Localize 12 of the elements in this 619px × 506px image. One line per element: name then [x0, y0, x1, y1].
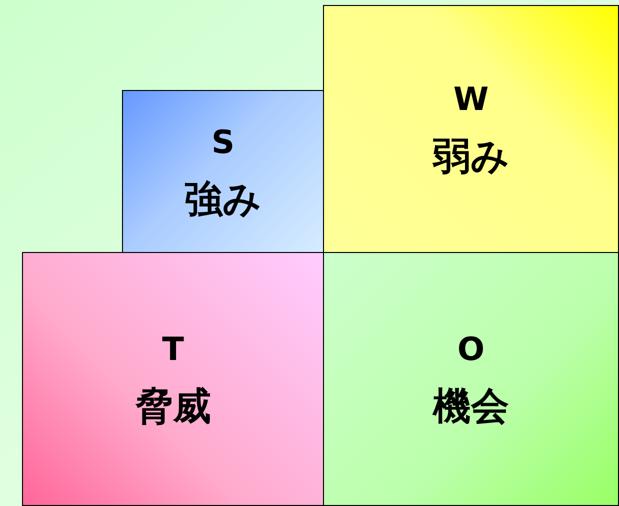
swot-letter: S	[211, 122, 235, 162]
quadrant-label: 機会	[433, 383, 509, 429]
swot-letter: W	[453, 79, 489, 119]
quadrant-box	[323, 252, 619, 506]
swot-letter: O	[457, 329, 485, 369]
quadrant-label: 脅威	[135, 383, 211, 429]
quadrant-label: 強み	[184, 176, 262, 222]
quadrant-box	[323, 5, 619, 253]
quadrant-box	[22, 252, 324, 506]
quadrant-label: 弱み	[432, 133, 510, 179]
quadrant-box	[122, 90, 324, 253]
swot-letter: T	[162, 329, 184, 369]
